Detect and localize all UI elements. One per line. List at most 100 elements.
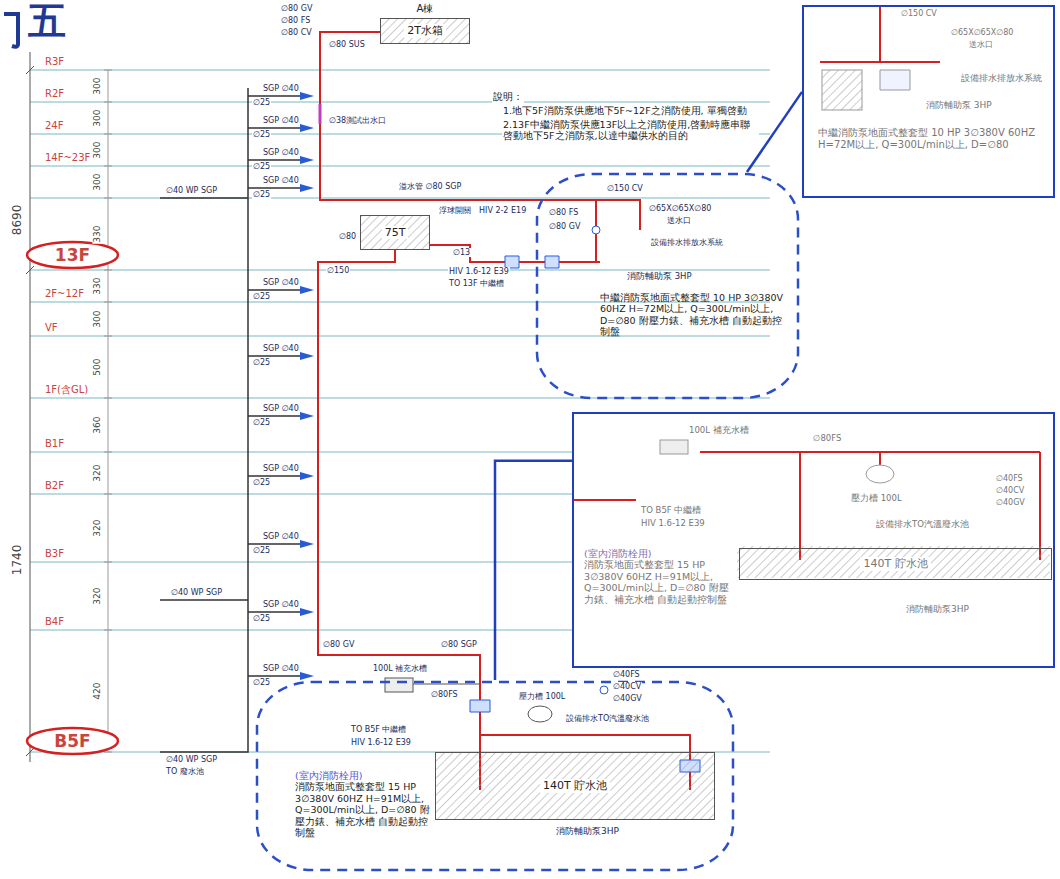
floor-label: 2F~12F <box>44 288 85 300</box>
inset-label: ∅40CV <box>995 486 1025 495</box>
floor-label: B2F <box>44 480 65 492</box>
pipe-label: ∅25 <box>252 162 271 171</box>
pipe-label: SGP ∅40 <box>262 532 300 541</box>
pipe-label: ∅65X∅65X∅80 <box>648 204 712 213</box>
pipe-label: ∅40CV <box>612 682 642 691</box>
hydrant-riser <box>160 88 300 752</box>
floor-label: R2F <box>44 88 65 100</box>
floor-height: 300 <box>92 77 102 96</box>
cloud-outline <box>537 174 798 398</box>
inset-label: 設備排水排放水系統 <box>960 74 1043 84</box>
node-text: 75T <box>382 226 409 239</box>
valve-symbol <box>600 686 608 694</box>
pipe-label: ∅25 <box>252 98 271 107</box>
pipe-label: ∅13 <box>452 248 471 257</box>
tank-hatch <box>380 18 470 44</box>
floor-label: B4F <box>44 616 65 628</box>
inset-label: TO B5F 中繼槽 <box>640 506 702 516</box>
relay-tank: 75T <box>360 215 430 250</box>
pipe-label: ∅80 SGP <box>440 640 478 649</box>
pipe-label: ∅25 <box>252 130 271 139</box>
part-label: TO B5F 中繼槽 <box>350 725 407 734</box>
pipe-label: SGP ∅40 <box>262 344 300 353</box>
pipe-label: ∅40 WP SGP <box>165 755 218 764</box>
pipe-label: ∅80 GV <box>548 222 581 231</box>
pipe-label: ∅25 <box>252 418 271 427</box>
inset-pipe <box>820 5 940 62</box>
floor-height: 500 <box>92 358 102 377</box>
floor-height: 360 <box>92 416 102 435</box>
pipe-label: SGP ∅40 <box>262 148 300 157</box>
callout-connector <box>495 461 572 680</box>
pipe-label: ∅80FS <box>430 690 459 699</box>
pipe-label: ∅80 <box>338 232 357 241</box>
floor-height: 330 <box>92 225 102 244</box>
pipe-label: ∅40FS <box>612 670 641 679</box>
note: 說明： <box>492 92 524 103</box>
floor-label: VF <box>44 322 59 334</box>
pressure-tank <box>528 706 552 722</box>
pipe-label: ∅80 GV <box>280 4 313 13</box>
node-text: 13F <box>55 245 90 265</box>
note: 1.地下5F消防泵供應地下5F~12F之消防使用, 單獨啓動 <box>502 106 759 117</box>
cloud-outline <box>257 682 733 870</box>
inset-label: 送水口 <box>968 40 994 49</box>
part-label: HIV 1.6-12 E39 <box>448 267 510 276</box>
inset-pipe <box>572 452 1040 560</box>
oval-outline <box>27 242 118 268</box>
tank-hatch <box>737 546 1050 578</box>
inset-label: 設備排水TO汽溫廢水池 <box>875 520 970 530</box>
pipe-label: 溢水管 ∅80 SGP <box>398 182 462 191</box>
pipe-label: ∅25 <box>252 478 271 487</box>
pipe-label: TO 廢水池 <box>165 767 205 776</box>
pipe-label: SGP ∅40 <box>262 664 300 673</box>
tank-hatch <box>360 215 430 250</box>
floor-marker: 13F <box>25 240 120 270</box>
inset-pressure-tank <box>866 465 894 483</box>
pipe-label: ∅150 CV <box>606 184 644 193</box>
node-text: 140T 貯水池 <box>540 779 610 792</box>
valve-symbol <box>592 226 600 234</box>
part-label: 設備排水TO汽溫廢水池 <box>565 714 650 723</box>
pipe-label: ∅25 <box>252 614 271 623</box>
supply-pipe <box>320 32 640 262</box>
node-heading: A棟 <box>381 2 469 16</box>
text-block: (室內消防栓用)消防泵地面式整套型 15 HP 3∅380V 60HZ H=91… <box>584 548 736 605</box>
hose-valve <box>300 92 314 680</box>
pipe-label: SGP ∅40 <box>262 464 300 473</box>
node-text: 中繼消防泵地面式整套型 10 HP 3∅380V 60HZ H=72M以上, Q… <box>600 292 785 338</box>
floor-height: 320 <box>92 464 102 483</box>
inset-label: 消防輔助泵 3HP <box>925 100 993 110</box>
inset-label: ∅80FS <box>812 434 842 444</box>
inset-label: 100L 補充水槽 <box>688 426 750 436</box>
title-fragment <box>4 14 18 47</box>
part-label: 消防輔助泵3HP <box>555 826 620 836</box>
node-text: 中繼消防泵地面式整套型 10 HP 3∅380V 60HZ H=72M以上, Q… <box>818 127 1046 151</box>
floor-height: 300 <box>92 141 102 160</box>
title: 五 <box>28 0 66 44</box>
pipe-label: SGP ∅40 <box>262 116 300 125</box>
inset-label: 消防輔助泵3HP <box>905 604 970 614</box>
pipe-label: SGP ∅40 <box>262 84 300 93</box>
storage-tank: 140T 貯水池 <box>739 548 1052 580</box>
floor-height: 300 <box>92 109 102 128</box>
text-center: 13F <box>25 240 120 270</box>
tank-hatch <box>435 752 715 820</box>
pipe-label: ∅38測試出水口 <box>328 116 387 125</box>
part-label: HIV 2-2 E19 <box>478 206 527 215</box>
text-center: 75T <box>361 216 429 249</box>
pipe-label: ∅80 FS <box>548 208 579 217</box>
floor-label: R3F <box>44 56 65 68</box>
oval-outline <box>27 728 118 754</box>
node-text: 消防泵地面式整套型 15 HP 3∅380V 60HZ H=91M以上, Q=3… <box>584 559 736 605</box>
part-label: 消防輔助泵 3HP <box>626 272 693 282</box>
makeup-pipe <box>413 684 480 685</box>
floor-label: 24F <box>44 120 64 132</box>
total-dimension: 1740 <box>11 544 25 577</box>
pipe-label: SGP ∅40 <box>262 404 300 413</box>
text-block: 中繼消防泵地面式整套型 10 HP 3∅380V 60HZ H=72M以上, Q… <box>818 127 1046 151</box>
pipe-label: ∅40 WP SGP <box>170 588 223 597</box>
text-center: 140T 貯水池 <box>740 549 1051 579</box>
text-center: 140T 貯水池 <box>436 753 714 819</box>
